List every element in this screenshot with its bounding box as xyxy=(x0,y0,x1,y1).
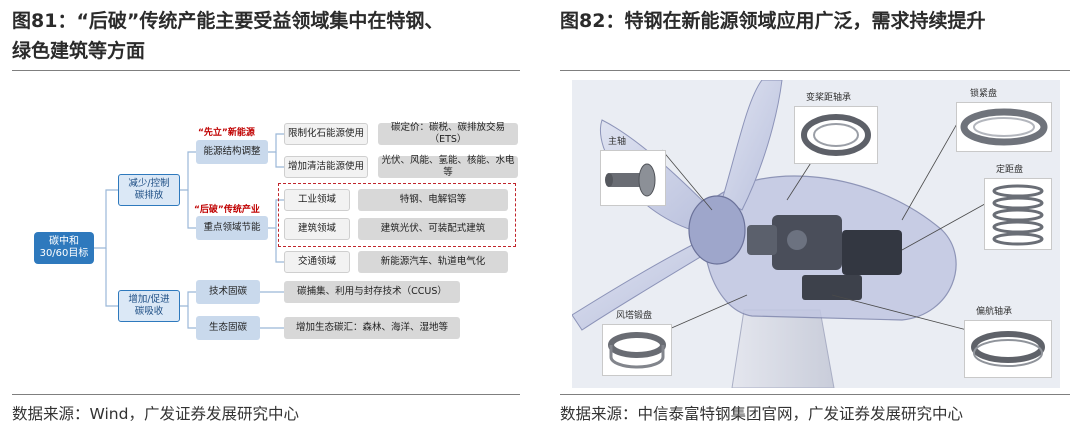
pitch-bearing-icon xyxy=(801,114,871,156)
limit-fossil-energy: 限制化石能源使用 xyxy=(284,123,368,145)
label-locking-disc: 锁紧盘 xyxy=(970,89,998,99)
spacer-disc-callout xyxy=(984,178,1052,250)
branch2-line1: 增加/促进 xyxy=(128,294,170,305)
industry-sector: 工业领域 xyxy=(284,189,350,211)
wind-turbine-illustration: 主轴 变桨距轴承 锁紧盘 定距盘 xyxy=(572,80,1060,388)
locking-disc-callout xyxy=(956,102,1052,152)
transport-detail: 新能源汽车、轨道电气化 xyxy=(358,251,508,273)
figure-81-top-rule xyxy=(12,70,520,71)
label-houpo: “后破”传统产业 xyxy=(194,205,260,215)
figure-81-source: 数据来源：Wind，广发证券发展研究中心 xyxy=(12,405,299,423)
tower-flange-icon xyxy=(608,332,666,369)
label-xianli: “先立”新能源 xyxy=(198,128,255,138)
figure-81-title-line1: 图81：“后破”传统产能主要受益领域集中在特钢、 xyxy=(12,10,444,32)
industry-detail: 特钢、电解铝等 xyxy=(358,189,508,211)
tower-flange-callout xyxy=(602,324,672,376)
figure-81-title: 图81：“后破”传统产能主要受益领域集中在特钢、 绿色建筑等方面 xyxy=(12,6,520,66)
figure-81-title-line2: 绿色建筑等方面 xyxy=(12,40,146,62)
label-yaw-bearing: 偏航轴承 xyxy=(976,307,1013,317)
label-main-shaft: 主轴 xyxy=(608,137,627,147)
branch1-line2: 碳排放 xyxy=(134,190,164,201)
branch-increase-absorption: 增加/促进碳吸收 xyxy=(118,290,180,322)
branch2-line2: 碳吸收 xyxy=(134,306,164,317)
branch1-line1: 减少/控制 xyxy=(128,178,170,189)
branch-reduce-emission: 减少/控制碳排放 xyxy=(118,174,180,206)
ccus-detail: 碳捕集、利用与封存技术（CCUS） xyxy=(284,281,460,303)
label-spacer-disc: 定距盘 xyxy=(996,165,1024,175)
label-pitch-bearing: 变桨距轴承 xyxy=(806,93,852,103)
transport-sector: 交通领域 xyxy=(284,251,350,273)
eco-sink-detail: 增加生态碳汇：森林、海洋、湿地等 xyxy=(284,317,460,339)
figure-82-top-rule xyxy=(560,70,1070,71)
building-detail: 建筑光伏、可装配式建筑 xyxy=(358,218,508,240)
root-line2: 30/60目标 xyxy=(39,248,89,259)
figure-82-bottom-rule xyxy=(560,394,1070,395)
label-tower-flange: 风塔锻盘 xyxy=(616,311,653,321)
carbon-pricing-detail: 碳定价：碳税、碳排放交易（ETS） xyxy=(378,122,518,145)
increase-clean-energy: 增加清洁能源使用 xyxy=(284,156,368,178)
clean-energy-list: 光伏、风能、氢能、核能、水电等 xyxy=(378,155,518,178)
connector-lines xyxy=(94,133,284,329)
main-shaft-callout xyxy=(600,150,666,206)
technical-carbon-capture: 技术固碳 xyxy=(196,280,260,304)
locking-disc-icon xyxy=(960,108,1048,146)
ecological-carbon-capture: 生态固碳 xyxy=(196,316,260,340)
pitch-bearing-callout xyxy=(794,106,878,164)
energy-structure-adjustment: 能源结构调整 xyxy=(196,140,268,164)
main-shaft-icon xyxy=(605,163,656,197)
yaw-bearing-icon xyxy=(971,331,1045,367)
yaw-bearing-callout xyxy=(964,320,1052,378)
root-line1: 碳中和 xyxy=(48,236,79,247)
highlight-dashed-frame xyxy=(278,183,516,247)
building-sector: 建筑领域 xyxy=(284,218,350,240)
spacer-disc-icon xyxy=(992,184,1044,246)
figure-82-source: 数据来源：中信泰富特钢集团官网，广发证券发展研究中心 xyxy=(560,405,964,423)
key-area-energy-saving: 重点领域节能 xyxy=(196,216,268,240)
figure-81-bottom-rule xyxy=(12,394,520,395)
figure-82-title: 图82：特钢在新能源领域应用广泛，需求持续提升 xyxy=(560,10,986,32)
